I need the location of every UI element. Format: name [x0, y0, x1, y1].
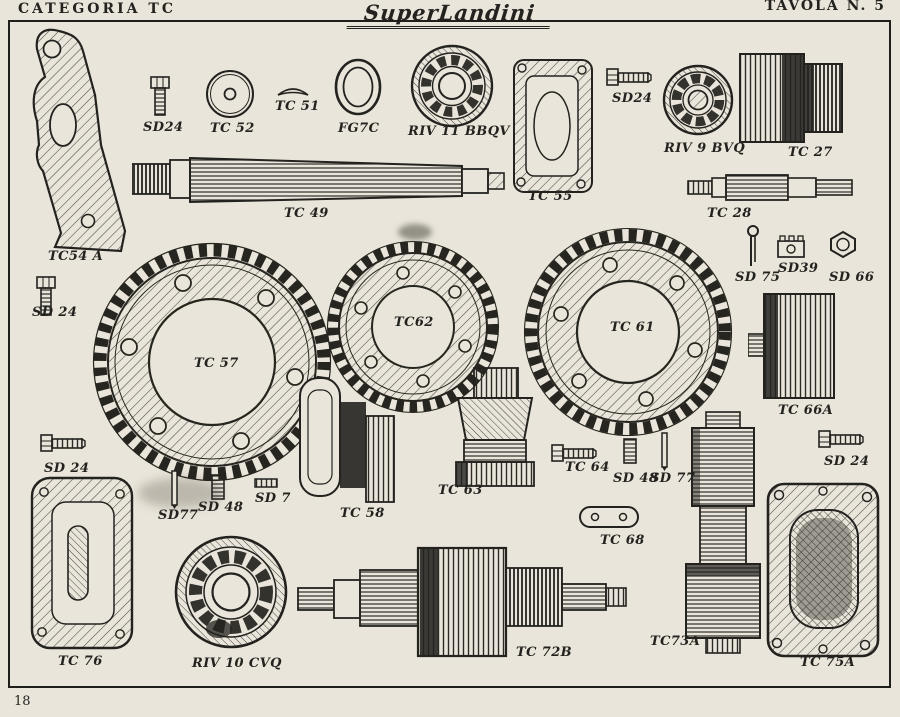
part-label-sd77-a: SD77 [158, 508, 199, 523]
tc68-key-drawing [579, 506, 639, 528]
part-label-tc63: TC 63 [438, 483, 483, 498]
part-label-sd7: SD 7 [255, 491, 291, 506]
tc27-gear-drawing [739, 53, 843, 143]
part-label-tc76: TC 76 [58, 654, 103, 669]
sd75-cotter-pin [742, 224, 764, 270]
tc54a-casting-drawing [32, 28, 127, 253]
tc57-gear-drawing [92, 242, 332, 482]
sd24-bolt-e [818, 428, 864, 450]
part-label-tc68: TC 68 [600, 533, 645, 548]
riv9-bearing-drawing [662, 64, 734, 136]
tc75a-cover-drawing [766, 482, 880, 658]
part-label-tc55: TC 55 [528, 189, 573, 204]
part-label-tc58: TC 58 [340, 506, 385, 521]
sd7-pin [254, 474, 280, 492]
tc49-shaft-drawing [132, 156, 505, 204]
part-label-tc72b: TC 72B [516, 645, 573, 660]
part-label-sd48-a: SD 48 [198, 500, 244, 515]
part-label-tc75a: TC 75A [800, 655, 856, 670]
sd77-pin-a [166, 470, 182, 510]
tc55-cover-drawing [513, 59, 593, 193]
part-label-tc73a: TC73A [650, 634, 701, 649]
tc51-key-drawing [277, 88, 309, 96]
riv11-bearing-drawing [410, 44, 494, 128]
part-label-sd77-b: SD 77 [650, 471, 696, 486]
part-label-tc28: TC 28 [707, 206, 752, 221]
part-label-tc51: TC 51 [275, 99, 320, 114]
part-label-sd39: SD39 [778, 261, 819, 276]
part-label-tc64: TC 64 [565, 460, 610, 475]
plate-number: TAVOLA N. 5 [764, 0, 886, 14]
tc72b-cluster-drawing [297, 546, 627, 658]
part-label-tc54a: TC54 A [48, 249, 104, 264]
tc61-gear-drawing [523, 227, 733, 437]
part-label-sd24-c: SD 24 [32, 305, 78, 320]
riv10-bearing-drawing [174, 535, 288, 649]
drawing-frame [8, 20, 891, 688]
sd48-stud-a [208, 474, 228, 500]
part-label-sd24-e: SD 24 [824, 454, 870, 469]
tc58-hub-drawing [299, 377, 395, 503]
part-label-riv10: RIV 10 CVQ [192, 656, 282, 671]
part-label-tc62: TC62 [394, 315, 434, 330]
part-label-tc49: TC 49 [284, 206, 329, 221]
ink-smudge [398, 224, 432, 240]
part-label-tc52: TC 52 [210, 121, 255, 136]
part-label-sd24-b: SD24 [612, 91, 653, 106]
sd66-nut-drawing [830, 230, 856, 258]
tc28-shaft-drawing [687, 174, 853, 201]
tc66a-gear-drawing [748, 293, 835, 399]
sd39-castle-nut-drawing [777, 235, 805, 258]
sd24-bolt-a [148, 76, 172, 118]
part-label-sd66: SD 66 [829, 270, 875, 285]
part-label-sd24-d: SD 24 [44, 461, 90, 476]
part-label-sd48-b: SD 48 [613, 471, 659, 486]
part-label-tc57: TC 57 [194, 356, 239, 371]
part-label-riv11: RIV 11 BBQV [408, 124, 510, 139]
part-label-sd24-a: SD24 [143, 120, 184, 135]
tc76-cover-drawing [30, 476, 134, 650]
part-label-tc66a: TC 66A [778, 403, 834, 418]
ink-smudge [138, 478, 223, 508]
sd77-pin-b [656, 432, 672, 472]
part-label-riv9: RIV 9 BVQ [664, 141, 746, 156]
tc52-washer-drawing [206, 70, 254, 118]
part-label-fg7c: FG7C [338, 121, 380, 136]
page-number: 18 [14, 694, 31, 709]
part-label-tc27: TC 27 [788, 145, 833, 160]
part-label-tc61: TC 61 [610, 320, 655, 335]
part-label-sd75: SD 75 [735, 270, 781, 285]
sd48-stud-b [620, 438, 640, 464]
fg7c-ring-drawing [334, 58, 382, 116]
sd24-bolt-d [40, 432, 86, 454]
category-label: CATEGORIA TC [18, 1, 176, 17]
tc62-gear-drawing [326, 240, 500, 414]
sd24-bolt-b [606, 66, 652, 88]
tc63-hub-drawing [455, 367, 535, 487]
tc73a-gear-stack-drawing [685, 411, 761, 654]
